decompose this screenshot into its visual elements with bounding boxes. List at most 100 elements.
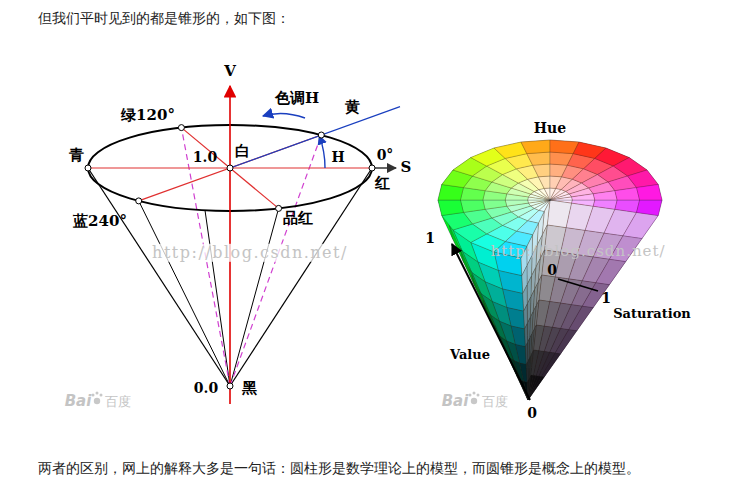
cone-edge [230, 208, 279, 386]
hue-disk-cell [593, 200, 617, 209]
vertex-dot [227, 383, 233, 389]
cut-face-cell [555, 330, 577, 354]
hue-disk-cell [533, 164, 550, 177]
hue-disk-cell [460, 200, 485, 212]
cone-side-cell [500, 336, 514, 360]
watermark: 百度 [482, 395, 508, 410]
paw-toe [96, 392, 99, 395]
paw-toe [469, 394, 472, 397]
axis-label: Saturation [613, 307, 691, 322]
hue-angle-arc [319, 136, 325, 168]
cut-face-cell [569, 306, 593, 331]
hue-disk-cell [539, 188, 550, 200]
paw-toe [92, 394, 95, 397]
hue-direction-line [230, 107, 400, 168]
saturation-line [558, 279, 598, 291]
value-number: 1 [425, 230, 435, 246]
angle-label: H [331, 149, 344, 165]
vertex-dot [318, 132, 324, 138]
hue-disk-cell [505, 200, 528, 206]
watermark: Bai [65, 393, 92, 410]
hue-disk-cell [527, 152, 550, 165]
hue-disk-cell [593, 191, 617, 200]
axis-label: Value [450, 348, 490, 363]
hue-disk-cell [550, 197, 572, 200]
color-label: 白 [235, 143, 250, 160]
color-label: 黄 [345, 99, 360, 116]
paw-toe [100, 394, 103, 397]
hue-disk-cell [550, 194, 572, 200]
value-arrow [452, 244, 530, 400]
hue-disk-cell [615, 188, 640, 200]
vertex-dot [85, 165, 91, 171]
vertex-dot [136, 198, 142, 204]
cone-side-cell [528, 375, 545, 400]
vertex-dot [178, 125, 184, 131]
s-axis [372, 167, 396, 169]
vertex-dot [276, 205, 282, 211]
vertex-dot [369, 165, 375, 171]
watermark-paw [92, 392, 103, 405]
cone-edge [88, 168, 230, 386]
color-label: 黑 [242, 380, 257, 397]
cut-face-cell [623, 212, 658, 238]
hsv-color-cone [438, 140, 662, 400]
hue-disk-cell [528, 200, 550, 206]
hue-rotation-arrow [263, 113, 305, 118]
axis-label: Hue [534, 120, 566, 136]
color-label: 绿120° [121, 107, 175, 124]
watermark: http://blog.csdn.net/ [490, 243, 665, 260]
value-number: 1 [601, 290, 611, 306]
paw-pad [94, 398, 100, 404]
hue-disk-cell [550, 200, 572, 203]
hue-label: 色调H [275, 90, 319, 107]
cut-face-cell [528, 377, 544, 400]
hue-disk-cell [538, 176, 550, 188]
hue-disk-cell [528, 200, 550, 203]
cut-face-cell [525, 342, 527, 364]
hue-disk-cell [572, 194, 595, 200]
cut-face-cell [596, 259, 626, 284]
watermark: http://blog.csdn.net/ [150, 244, 350, 262]
color-label: 青 [69, 147, 84, 164]
hue-disk-cell [494, 142, 527, 158]
body-text: 但我们平时见到的都是锥形的，如下图： [38, 10, 290, 26]
cone-side-cell [461, 250, 475, 285]
hue-disk-cell [483, 200, 507, 209]
paw-pad [471, 398, 477, 404]
axis-label: S [401, 159, 412, 176]
cut-face-cell [528, 338, 530, 362]
watermark-paw [469, 392, 480, 405]
paw-toe [477, 394, 480, 397]
cone-edge [139, 201, 230, 386]
body-text: 两者的区别，网上的解释大多是一句话：圆柱形是数学理论上的模型，而圆锥形是概念上的… [38, 460, 640, 476]
hsv-cone-drawing [85, 86, 400, 404]
cone-edge [230, 168, 372, 386]
value-number: 0 [547, 262, 557, 278]
hue-disk-cell [521, 140, 550, 154]
vertex-dot [227, 165, 233, 171]
hue-disk-cell [572, 200, 595, 206]
angle-label: 0° [377, 147, 394, 163]
axis-label: V [224, 63, 236, 80]
value-number: 1.0 [193, 149, 217, 165]
cut-face-cell [542, 353, 561, 377]
hue-disk-cell [637, 184, 662, 200]
paw-toe [473, 392, 476, 395]
hue-disk-cell [438, 200, 463, 216]
value-number: 0.0 [194, 380, 218, 396]
hue-disk-cell [637, 200, 662, 216]
cut-face-cell [526, 362, 528, 383]
color-label: 品红 [283, 210, 313, 227]
value-number: 0 [527, 405, 537, 421]
watermark: Bai [442, 393, 469, 410]
watermark: 百度 [105, 395, 131, 410]
cone-side-cell [528, 373, 545, 400]
hue-disk-cell [544, 188, 550, 200]
hue-disk-cell [615, 200, 640, 212]
cone-edge [205, 210, 230, 386]
color-label: 蓝240° [73, 213, 127, 230]
cone-side-cell [472, 275, 485, 308]
color-label: 红 [375, 175, 390, 192]
